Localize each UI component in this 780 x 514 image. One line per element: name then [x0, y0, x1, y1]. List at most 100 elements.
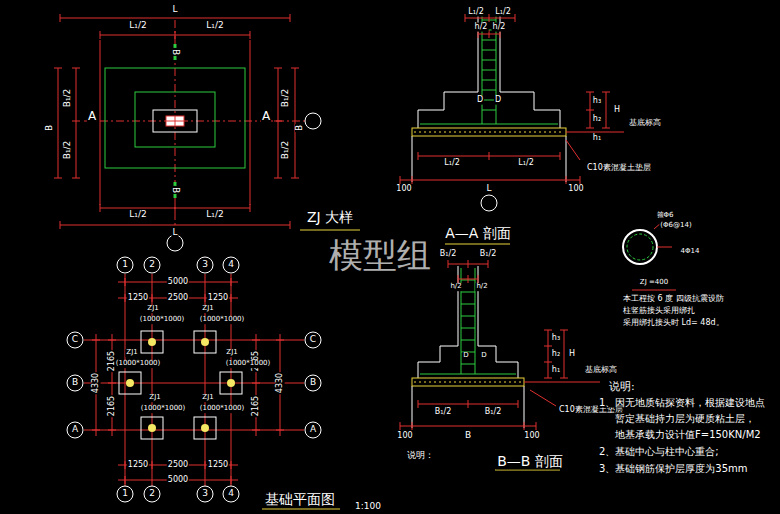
drawing-label: 1250	[207, 461, 229, 470]
drawing-label: L₁/2	[517, 159, 534, 168]
drawing-label: L₁/2	[205, 210, 224, 220]
drawing-label: A	[87, 110, 97, 123]
drawing-label: 本工程按 6 度 四级抗震设防	[622, 295, 725, 304]
watermark: 模型组	[328, 237, 432, 274]
drawing-label: B₁/2	[439, 250, 457, 259]
drawing-label: 柱竖筋接头采用绑扎	[622, 307, 696, 316]
drawing-label: D	[462, 352, 469, 360]
drawing-label: L₁/2	[494, 8, 511, 17]
drawing-label: 基底标高	[628, 119, 662, 128]
drawing-label: H	[568, 350, 576, 359]
drawing-label: 2500	[167, 294, 189, 303]
drawing-label: ZJ1	[125, 349, 138, 357]
drawing-label: h/2	[474, 23, 489, 32]
drawing-label: 1、因无地质钻探资料，根据建设地点	[598, 397, 766, 408]
drawing-label: L₁/2	[467, 8, 484, 17]
drawing-label: h₃	[592, 97, 602, 106]
drawing-label: C	[71, 335, 79, 345]
drawing-label: h/2	[492, 23, 507, 32]
drawing-label: B₁/2	[479, 250, 497, 259]
drawing-label: 2165	[108, 395, 117, 417]
drawing-label: 1250	[127, 294, 149, 303]
drawing-label: C10素混凝土垫层	[586, 164, 652, 173]
drawing-label: 5000	[167, 278, 189, 287]
drawing-label: A—A 剖面	[444, 226, 512, 241]
drawing-label: B	[309, 378, 317, 388]
drawing-label: ZJ1	[148, 394, 161, 402]
drawing-label: 说明:	[608, 381, 636, 393]
drawing-label: 100	[396, 432, 413, 441]
drawing-label: 4Φ14	[680, 248, 701, 256]
drawing-label: (1000*1000)	[199, 316, 246, 324]
drawing-label: B₁/2	[63, 88, 73, 109]
drawing-label: 1	[121, 260, 129, 270]
drawing-label: B	[45, 124, 55, 132]
drawing-label: B₁/2	[63, 140, 73, 161]
drawing-label: L	[171, 5, 178, 15]
drawing-label: L	[485, 184, 492, 194]
drawing-label: L₁/2	[443, 159, 460, 168]
drawing-label: 2	[148, 260, 156, 270]
drawing-label: 5000	[167, 476, 189, 485]
drawing-label: D	[476, 96, 484, 105]
drawing-label: h₂	[551, 350, 561, 359]
drawing-label: h/2	[449, 283, 462, 291]
drawing-label: L	[171, 228, 178, 238]
drawing-label: B	[170, 186, 180, 194]
drawing-label: 2、基础中心与柱中心重合;	[598, 446, 720, 457]
drawing-label: h₁	[551, 366, 561, 375]
drawing-label: ZJ1	[225, 349, 238, 357]
drawing-label: L₁/2	[128, 21, 147, 31]
drawing-label: D	[480, 352, 487, 360]
drawing-label: L₁/2	[128, 210, 147, 220]
drawing-label: 基底标高	[584, 366, 618, 375]
drawing-label: B	[464, 431, 472, 441]
drawing-label: h₃	[551, 334, 561, 343]
drawing-label: 基础平面图	[264, 492, 336, 507]
drawing-label: 1:100	[354, 502, 382, 512]
drawing-label: 100	[523, 432, 540, 441]
drawing-label: (1000*1000)	[139, 316, 186, 324]
drawing-label: 2	[148, 489, 156, 499]
drawing-label: 3	[201, 260, 209, 270]
drawing-label: ZJ =400	[639, 279, 669, 287]
drawing-label: 暂定基础持力层为硬质粘土层，	[614, 413, 756, 424]
drawing-label: 4	[227, 260, 235, 270]
drawing-label: H	[613, 106, 621, 115]
drawing-label: 4330	[92, 372, 101, 394]
drawing-label: 1250	[127, 461, 149, 470]
drawing-label: 采用绑扎接头时 Ld= 48d。	[622, 319, 725, 328]
drawing-label: B₁/2	[281, 140, 291, 161]
drawing-label: (1000*1000)	[225, 360, 272, 368]
drawing-label: 1	[121, 489, 129, 499]
drawing-label: (1000*1000)	[115, 360, 162, 368]
drawing-label: 2500	[167, 461, 189, 470]
drawing-label: B	[170, 48, 180, 56]
drawing-label: (1000*1000)	[140, 405, 187, 413]
drawing-label: ZJ1	[201, 305, 214, 313]
drawing-label: B—B 剖面	[496, 454, 564, 469]
drawing-label: 100	[567, 185, 584, 194]
drawing-label: A	[261, 110, 271, 123]
drawing-label: B₁/2	[484, 408, 502, 417]
drawing-label: h/2	[475, 283, 488, 291]
drawing-label: 1250	[207, 294, 229, 303]
drawing-label: B₁/2	[434, 408, 452, 417]
drawing-label: h₁	[592, 134, 602, 143]
drawing-label: B	[295, 124, 305, 132]
drawing-label: B₁/2	[281, 88, 291, 109]
drawing-label: D	[494, 96, 502, 105]
drawing-label: 4	[227, 489, 235, 499]
drawing-label: B	[71, 378, 79, 388]
drawing-label: ZJ1	[201, 394, 214, 402]
drawing-label: L₁/2	[205, 21, 224, 31]
drawing-label: A	[71, 425, 79, 435]
drawing-label: h₂	[592, 115, 602, 124]
drawing-label: 2165	[252, 395, 261, 417]
drawing-label: ZJ1	[146, 305, 159, 313]
drawing-label: 4330	[276, 372, 285, 394]
drawing-label: C	[309, 335, 317, 345]
drawing-label: ZJ 大样	[306, 210, 354, 225]
drawing-label: (1000*1000)	[199, 405, 246, 413]
